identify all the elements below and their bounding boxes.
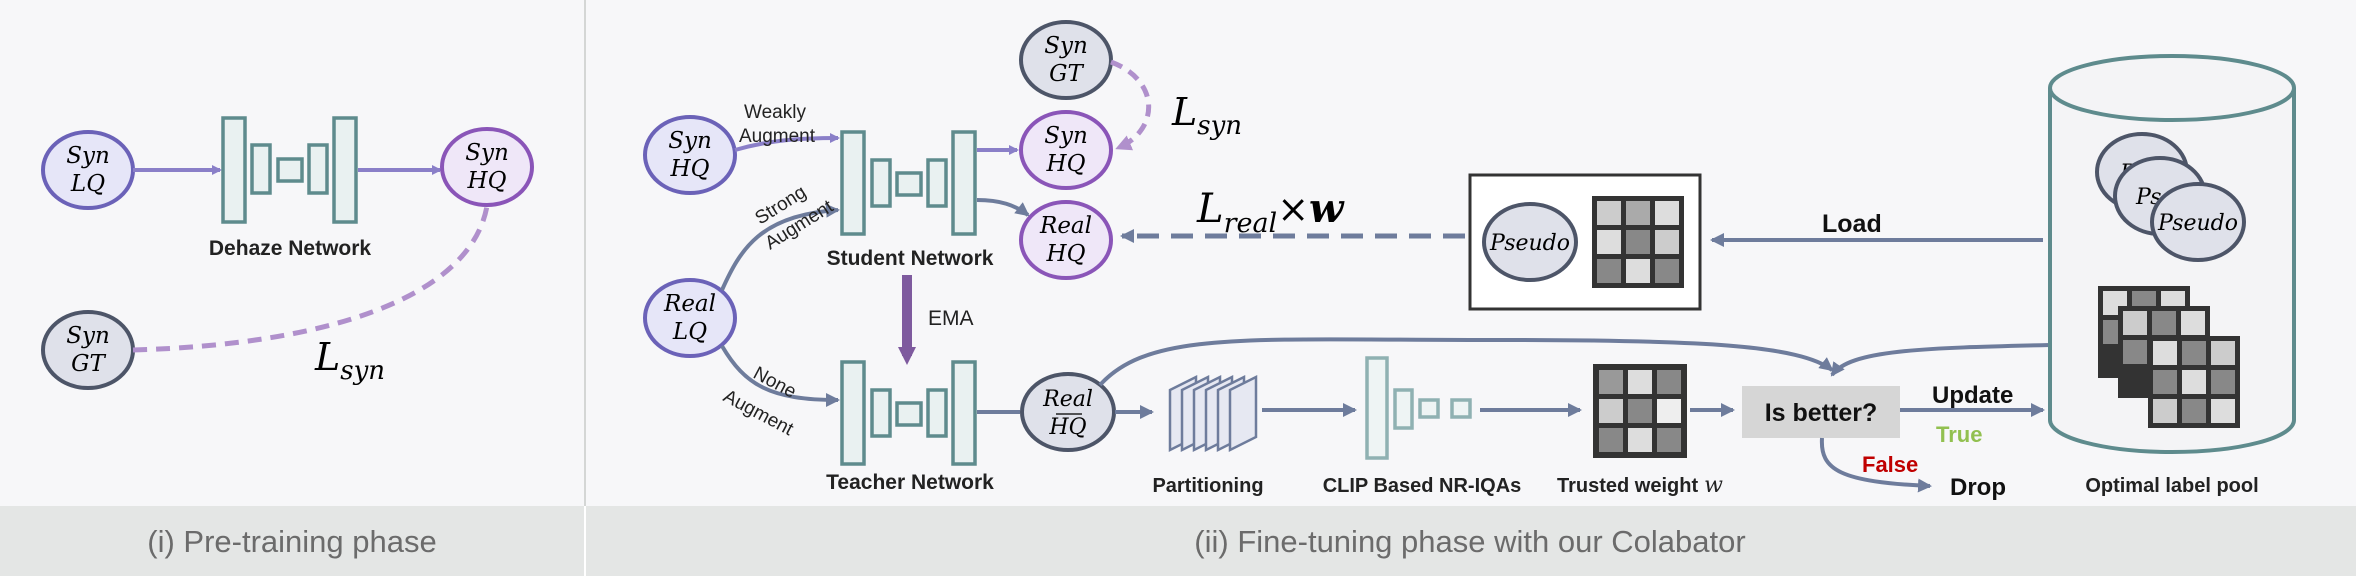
decision-box <box>1742 386 1900 438</box>
false-label: False <box>1862 452 1918 477</box>
pretrain-loss-dashed-path <box>132 205 490 353</box>
svg-text:Syn: Syn <box>1044 123 1088 149</box>
svg-text:HQ: HQ <box>1046 151 1086 177</box>
caption-divider <box>584 506 586 576</box>
ft-syn-hq-output-node: Syn HQ <box>1019 110 1113 190</box>
pool-pseudo-stack: Ps Ps Pseudo <box>2095 132 2246 262</box>
strong-augment-arrow <box>720 203 840 291</box>
weak-augment-label-1: Weakly <box>744 102 806 123</box>
finetuning-caption: (ii) Fine-tuning phase with our Colabato… <box>1194 524 1745 559</box>
dehaze-network <box>221 116 358 224</box>
update-label: Update <box>1932 382 2013 409</box>
ft-real-lq-node: Real LQ <box>643 278 737 358</box>
pretrain-syn-lq-node: Syn LQ <box>41 130 135 210</box>
clip-label: CLIP Based NR-IQAs <box>1323 475 1522 497</box>
student-network <box>840 130 977 236</box>
pretraining-panel <box>0 0 584 506</box>
drop-label: Drop <box>1950 474 2006 501</box>
panel-divider <box>584 0 586 576</box>
none-augment-arrow <box>720 344 840 407</box>
svg-text:LQ: LQ <box>70 171 105 197</box>
teacher-network-label: Teacher Network <box>826 471 994 494</box>
pretraining-caption: (i) Pre-training phase <box>147 524 436 559</box>
real-loss-label: Lreal×w <box>1196 185 1345 239</box>
weak-augment-arrow <box>734 133 840 152</box>
ft-syn-hq-input-node: Syn HQ <box>643 115 737 195</box>
caption-bar <box>0 506 2356 576</box>
svg-text:Real: Real <box>1039 213 1092 239</box>
pretrain-loss-label: Lsyn <box>314 335 385 386</box>
svg-text:GT: GT <box>1049 61 1084 87</box>
ft-syn-loss-label: Lsyn <box>1171 90 1242 141</box>
pseudo-node: Pseudo <box>1482 202 1578 282</box>
teacher-to-decision-curve <box>1098 337 1834 387</box>
ft-real-hq-teacher-node: Real HQ <box>1020 372 1116 452</box>
svg-text:Syn: Syn <box>668 128 712 154</box>
ft-real-hq-node: Real HQ <box>1019 200 1113 280</box>
drop-arrow <box>1819 437 1932 493</box>
ema-label: EMA <box>928 307 974 330</box>
clip-iqa-network <box>1365 356 1472 460</box>
ft-syn-gt-node: Syn GT <box>1019 20 1113 100</box>
decision-label: Is better? <box>1765 399 1878 427</box>
svg-text:HQ: HQ <box>670 156 710 182</box>
svg-text:HQ: HQ <box>467 168 507 194</box>
weak-augment-label-2: Augment <box>739 126 816 147</box>
svg-text:Syn: Syn <box>66 323 110 349</box>
svg-text:HQ: HQ <box>1046 241 1086 267</box>
svg-text:Syn: Syn <box>465 140 509 166</box>
svg-text:Pseudo: Pseudo <box>1489 231 1570 256</box>
partitioning-label: Partitioning <box>1152 475 1263 497</box>
pool-to-decision-curve <box>1830 343 2051 377</box>
svg-text:Real: Real <box>663 291 716 317</box>
student-network-label: Student Network <box>827 247 994 270</box>
partition-stack <box>1168 374 1258 453</box>
ft-syn-loss-dashed-path <box>1110 59 1152 151</box>
pseudo-weight-grid <box>1592 196 1684 288</box>
pool-label: Optimal label pool <box>2085 475 2258 497</box>
svg-text:HQ: HQ <box>1048 415 1086 440</box>
load-label: Load <box>1822 210 1882 238</box>
svg-text:Pseudo: Pseudo <box>2157 211 2238 236</box>
pretrain-syn-hq-node: Syn HQ <box>440 127 534 207</box>
svg-text:Real: Real <box>1042 387 1093 412</box>
pretrain-syn-gt-node: Syn GT <box>41 310 135 390</box>
teacher-network <box>840 360 977 466</box>
true-label: True <box>1936 422 1982 447</box>
trusted-weight-grid <box>1593 364 1687 458</box>
svg-text:Syn: Syn <box>66 143 110 169</box>
pool-weight-stack <box>2098 286 2240 428</box>
student-real-output-arrow <box>976 198 1030 217</box>
svg-text:LQ: LQ <box>672 319 707 345</box>
svg-text:GT: GT <box>71 351 106 377</box>
dehaze-network-label: Dehaze Network <box>209 237 372 260</box>
svg-text:Syn: Syn <box>1044 33 1088 59</box>
